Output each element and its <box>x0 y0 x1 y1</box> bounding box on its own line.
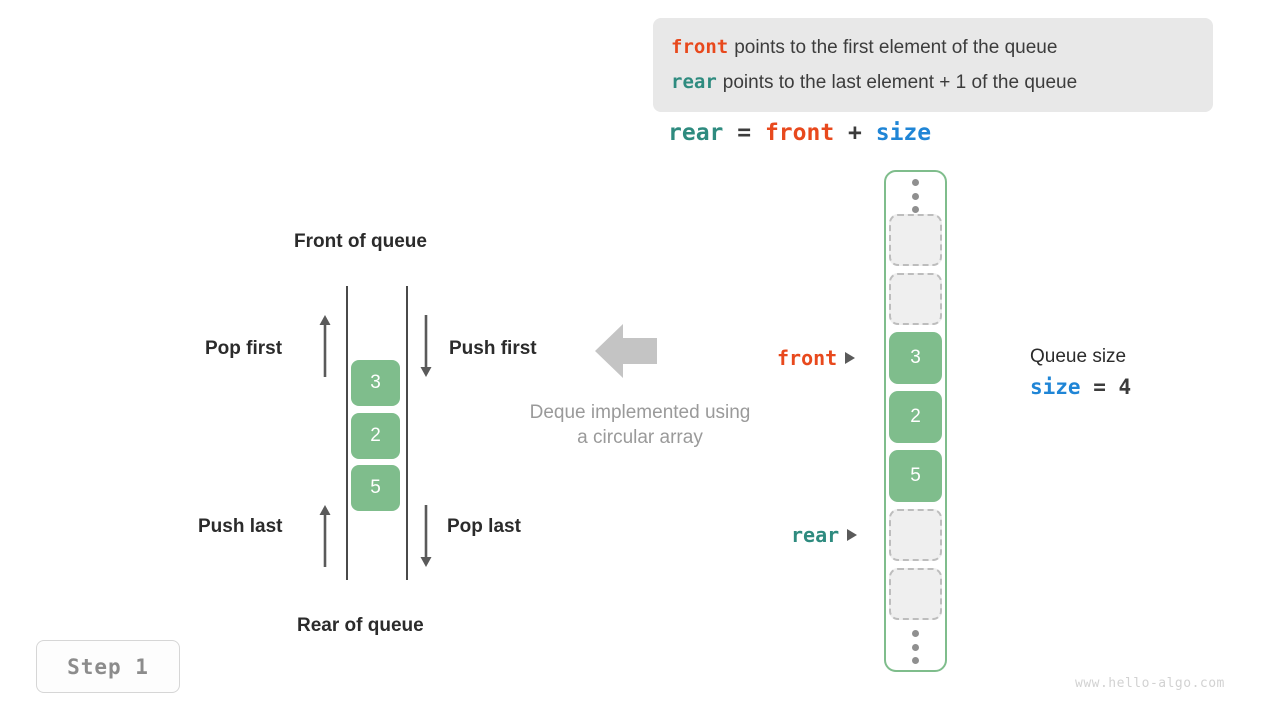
queue-size-expression: size = 4 <box>1030 371 1131 403</box>
deque-caption: Deque implemented using a circular array <box>480 400 800 450</box>
array-cell-empty <box>889 214 942 266</box>
queue-size-block: Queue size size = 4 <box>1030 343 1131 403</box>
formula-rear: rear <box>668 120 724 146</box>
rear-pointer: rear <box>791 523 858 547</box>
pop-last-label: Pop last <box>447 516 521 537</box>
formula-front: front <box>764 120 835 146</box>
deque-caption-line2: a circular array <box>577 427 703 448</box>
array-cell-filled: 3 <box>889 332 942 384</box>
rear-pointer-label: rear <box>791 523 840 547</box>
ellipsis-dots-bottom-icon <box>909 630 921 664</box>
deque-cell: 5 <box>351 465 400 511</box>
arrow-down-icon <box>420 505 432 567</box>
arrow-up-icon <box>319 315 331 377</box>
size-value: 4 <box>1118 375 1132 399</box>
deque-cell: 2 <box>351 413 400 459</box>
formula-plus: + <box>834 120 876 146</box>
deque-rail-right <box>406 286 408 580</box>
big-left-arrow-icon <box>595 324 657 378</box>
rear-keyword: rear <box>671 71 717 93</box>
step-badge: Step 1 <box>36 640 180 693</box>
array-cell-empty <box>889 509 942 561</box>
array-cell-filled: 5 <box>889 450 942 502</box>
front-pointer-label: front <box>777 346 838 370</box>
array-cell-empty <box>889 568 942 620</box>
arrow-down-icon <box>420 315 432 377</box>
pointer-arrowhead-icon <box>845 352 856 364</box>
front-of-queue-label: Front of queue <box>294 231 427 252</box>
deque-rail-left <box>346 286 348 580</box>
pointer-arrowhead-icon <box>847 529 858 541</box>
ellipsis-dots-top-icon <box>909 179 921 213</box>
array-cell-filled: 2 <box>889 391 942 443</box>
rear-of-queue-label: Rear of queue <box>297 615 424 636</box>
push-last-label: Push last <box>198 516 283 537</box>
formula-equals: = <box>723 120 765 146</box>
front-keyword: front <box>671 36 729 58</box>
push-first-label: Push first <box>449 338 537 359</box>
formula-size: size <box>875 120 932 146</box>
rear-formula: rear = front + size <box>668 120 931 146</box>
deque-caption-line1: Deque implemented using <box>529 402 751 423</box>
pop-first-label: Pop first <box>205 338 283 359</box>
queue-size-title: Queue size <box>1030 346 1127 367</box>
size-equals: = <box>1080 375 1119 399</box>
watermark: www.hello-algo.com <box>1075 676 1225 691</box>
array-cell-empty <box>889 273 942 325</box>
deque-cell: 3 <box>351 360 400 406</box>
front-definition-text: points to the first element of the queue <box>734 37 1058 58</box>
size-variable: size <box>1030 375 1081 399</box>
front-pointer: front <box>777 346 856 370</box>
arrow-up-icon <box>319 505 331 567</box>
rear-definition-text: points to the last element + 1 of the qu… <box>722 72 1078 93</box>
